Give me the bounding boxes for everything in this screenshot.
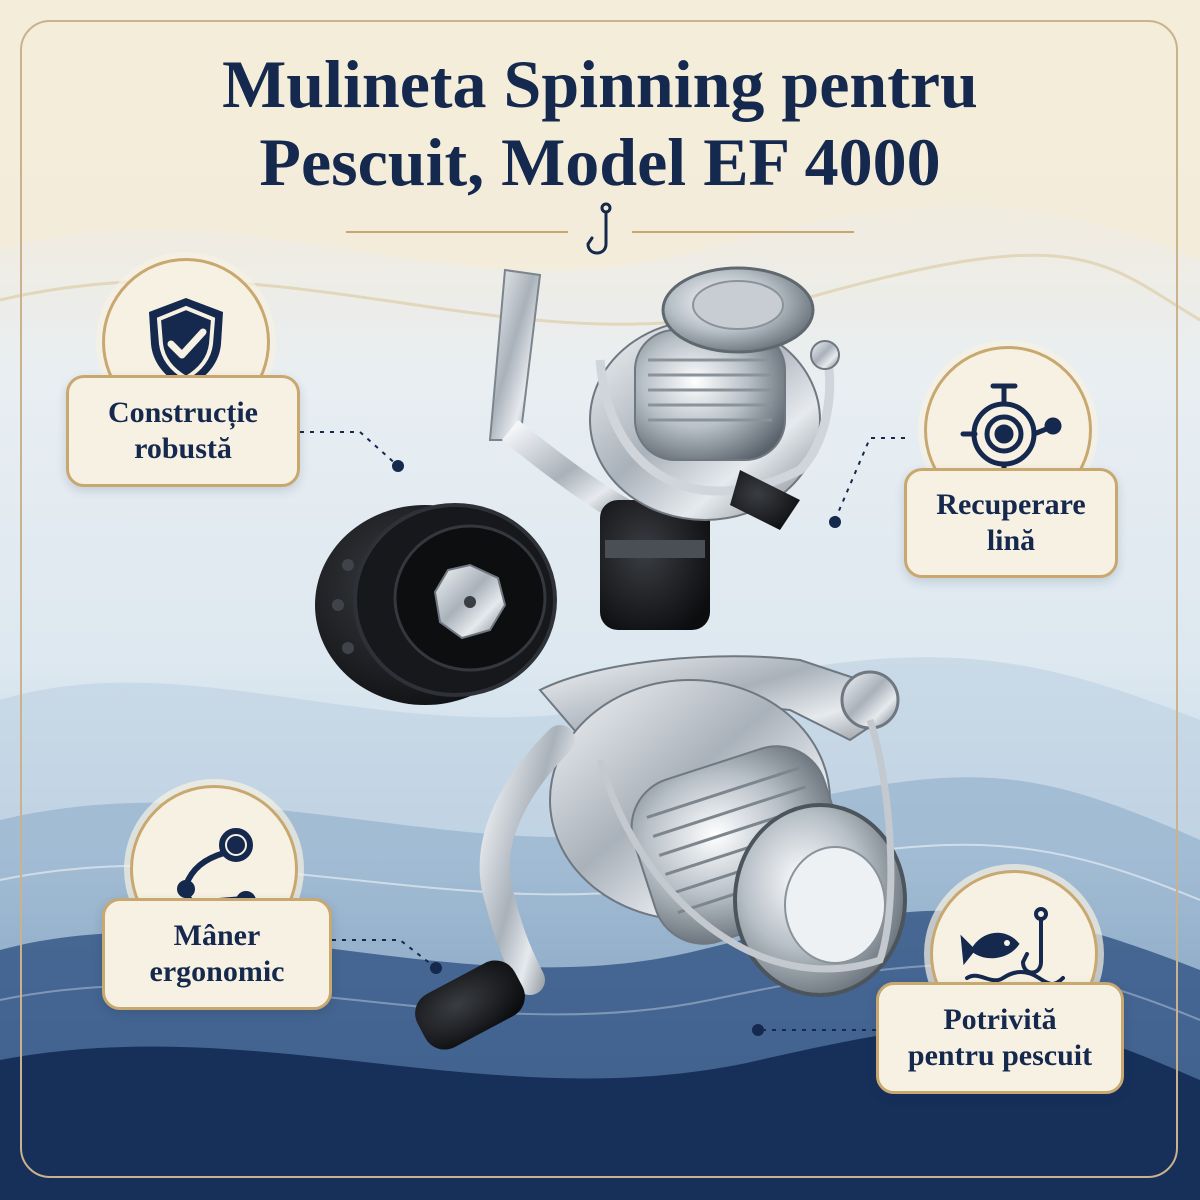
feature-label-smooth-retrieve: Recuperare lină [904, 468, 1118, 578]
feature-label-ergonomic-handle: Mâner ergonomic [102, 898, 332, 1010]
feature-ergonomic-handle-line2: ergonomic [149, 955, 285, 988]
feature-ergonomic-handle-line1: Mâner [173, 919, 261, 952]
reel-bottom [415, 655, 907, 1050]
reel-mechanism-icon [960, 383, 1062, 477]
title-line-1: Mulineta Spinning pentru [222, 46, 978, 122]
feature-durability-line1: Construcție [108, 396, 258, 429]
reel-top [488, 266, 840, 630]
feature-label-durability: Construcție robustă [66, 375, 300, 487]
spare-spool [315, 503, 557, 705]
feature-durability-line2: robustă [134, 432, 232, 465]
feature-fishing-suitable-line1: Potrivită [943, 1003, 1057, 1036]
feature-label-fishing-suitable: Potrivită pentru pescuit [876, 982, 1124, 1094]
feature-smooth-retrieve-line1: Recuperare [936, 488, 1086, 521]
fishing-hook-icon [586, 202, 612, 255]
decorative-frame [20, 20, 1178, 1178]
title-line-2: Pescuit, Model EF 4000 [259, 124, 941, 200]
shield-check-icon [149, 298, 223, 388]
title-divider [346, 202, 854, 255]
feature-smooth-retrieve-line2: lină [986, 524, 1036, 557]
page-title: Mulineta Spinning pentru Pescuit, Model … [60, 45, 1140, 201]
feature-fishing-suitable-line2: pentru pescuit [907, 1039, 1093, 1072]
